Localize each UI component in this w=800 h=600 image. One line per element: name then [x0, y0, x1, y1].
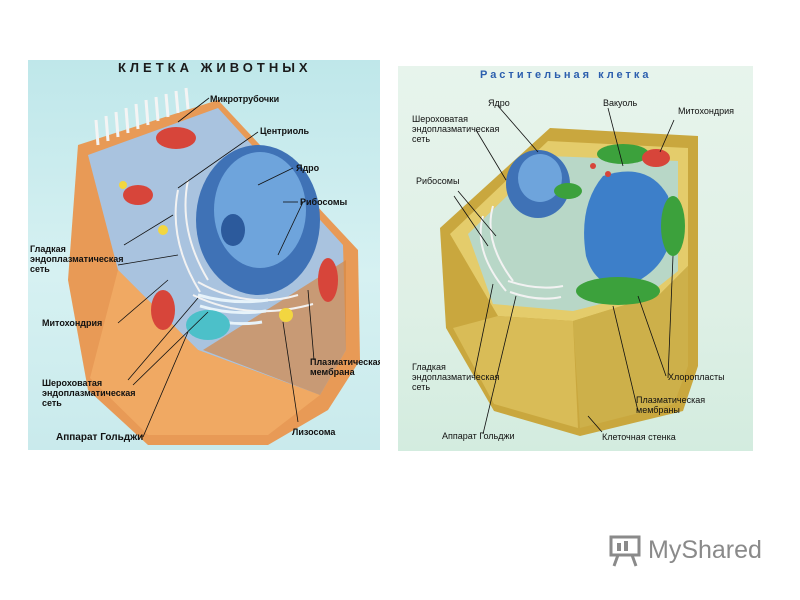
- label-plant-golgi: Аппарат Гольджи: [442, 431, 515, 441]
- animal-nucleus-icon: [196, 145, 320, 295]
- label-chloroplasts: Хлоропласты: [668, 372, 725, 382]
- label-plant-rough-er: Шероховатая эндоплазматическая сеть: [412, 114, 500, 144]
- animal-cell-illustration: [68, 87, 360, 445]
- animal-vesicle-icon: [186, 310, 230, 340]
- plant-nucleus-icon: [506, 150, 570, 218]
- label-animal-smooth-er: Гладкая эндоплазматическая сеть: [30, 244, 124, 274]
- plant-cell-illustration: [440, 105, 698, 436]
- plant-cell-panel: Растительная клетка Ядро Вакуоль Митохон…: [398, 66, 753, 451]
- myshared-watermark: MyShared: [608, 534, 762, 568]
- label-microtubules: Микротрубочки: [210, 94, 280, 104]
- label-vacuole: Вакуоль: [603, 98, 638, 108]
- plant-leader-lines: [453, 105, 675, 435]
- plant-er-golgi-icon: [479, 205, 564, 300]
- label-centriole: Центриоль: [260, 126, 310, 136]
- label-animal-plasma-membrane: Плазматическая мембрана: [310, 357, 380, 377]
- plant-vacuole-icon: [584, 171, 672, 286]
- plant-mitochondria-icon: [590, 149, 670, 177]
- animal-rough-er-icon: [174, 179, 314, 313]
- label-plant-mitochondria: Митохондрия: [678, 106, 734, 116]
- animal-mitochondria-icon: [123, 127, 338, 330]
- label-animal-ribosomes: Рибосомы: [300, 197, 348, 207]
- animal-lysosome-icon: [279, 308, 293, 322]
- label-plant-smooth-er: Гладкая эндоплазматическая сеть: [412, 362, 500, 392]
- watermark-text: MyShared: [648, 536, 762, 564]
- label-plant-nucleus: Ядро: [488, 98, 510, 108]
- label-animal-rough-er: Шероховатая эндоплазматическая сеть: [42, 378, 136, 408]
- label-animal-nucleus: Ядро: [296, 163, 320, 173]
- label-plant-ribosomes: Рибосомы: [416, 176, 460, 186]
- label-animal-mitochondria: Митохондрия: [42, 318, 103, 328]
- presentation-board-icon: [609, 535, 641, 567]
- label-cell-wall: Клеточная стенка: [602, 432, 676, 442]
- animal-leader-lines: [117, 97, 315, 438]
- microvilli-icon: [94, 87, 190, 146]
- label-animal-golgi: Аппарат Гольджи: [56, 432, 144, 443]
- plant-cell-title: Растительная клетка: [480, 69, 652, 81]
- animal-cell-panel: КЛЕТКА ЖИВОТНЫХ Микротрубочки Центриоль …: [28, 60, 380, 450]
- animal-cell-title: КЛЕТКА ЖИВОТНЫХ: [118, 60, 312, 75]
- label-plant-plasma-membranes: Плазматическая мембраны: [636, 395, 706, 415]
- label-lysosome: Лизосома: [292, 427, 336, 437]
